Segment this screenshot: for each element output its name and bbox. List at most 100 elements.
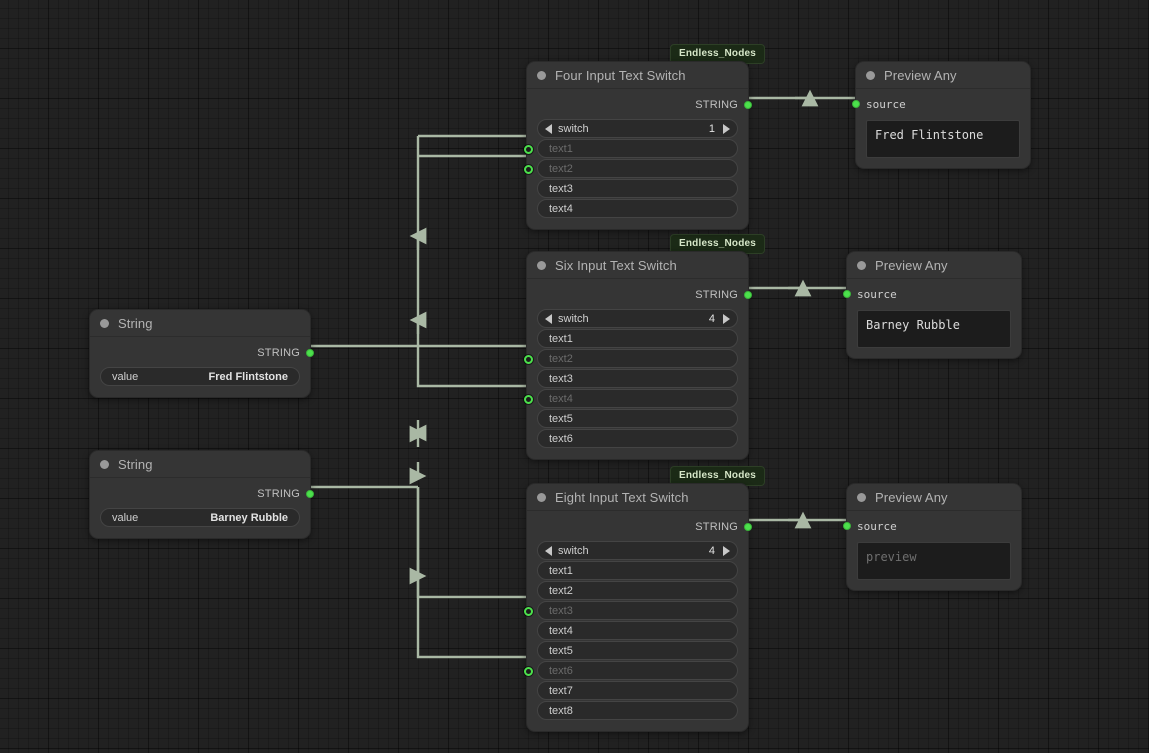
preview-text-box: Barney Rubble [857, 310, 1011, 348]
node-title-label: Preview Any [884, 67, 957, 83]
value-widget[interactable]: value Fred Flintstone [100, 367, 300, 386]
input-slot-dot-icon[interactable] [843, 290, 851, 298]
node-preview-any-top[interactable]: Preview Any source Fred Flintstone [852, 61, 1031, 169]
output-slot-label: STRING [695, 521, 738, 533]
output-slot-string[interactable]: STRING [100, 484, 314, 504]
collapse-dot-icon[interactable] [537, 70, 546, 80]
node-string-barney[interactable]: String STRING value Barney Rubble [89, 450, 314, 539]
output-slot-string[interactable]: STRING [100, 343, 314, 363]
input-widget-text7[interactable]: text7 [537, 681, 738, 700]
collapse-dot-icon[interactable] [537, 260, 546, 270]
value-widget[interactable]: value Barney Rubble [100, 508, 300, 527]
input-slot-dot-icon[interactable] [524, 144, 533, 154]
input-widget-text4[interactable]: text4 [537, 621, 738, 640]
input-slot-dot-icon[interactable] [524, 606, 533, 616]
switch-stepper-value[interactable]: 4 [708, 312, 715, 325]
input-slot-dot-icon[interactable] [852, 100, 860, 108]
input-slot-source[interactable]: source [843, 285, 1011, 303]
node-title-label: Preview Any [875, 257, 948, 273]
output-slot-label: STRING [257, 347, 300, 359]
input-widget-text4[interactable]: text4 [537, 199, 738, 218]
input-widget-text6[interactable]: text6 [537, 429, 738, 448]
input-slot-dot-icon[interactable] [524, 666, 533, 676]
output-slot-string[interactable]: STRING [537, 285, 752, 305]
input-slot-source[interactable]: source [852, 95, 1020, 113]
input-widget-label: text6 [549, 432, 573, 445]
input-widget-text1[interactable]: text1 [537, 561, 738, 580]
switch-stepper[interactable]: switch 4 [537, 309, 738, 328]
input-widget-text5[interactable]: text5 [537, 409, 738, 428]
input-widget-label: text1 [549, 332, 573, 345]
node-six-input-text-switch[interactable]: Six Input Text Switch STRING switch 4 te… [524, 251, 752, 460]
wire-fred-to-six-text4 [416, 346, 526, 388]
input-slot-label: source [857, 287, 897, 301]
output-slot-string[interactable]: STRING [537, 517, 752, 537]
input-slot-label: source [857, 519, 897, 533]
input-widget-text1[interactable]: text1 [524, 139, 738, 158]
node-eight-input-text-switch[interactable]: Eight Input Text Switch STRING switch 4 … [524, 483, 752, 732]
switch-stepper-value[interactable]: 1 [708, 122, 715, 135]
triangle-left-icon[interactable] [545, 123, 552, 134]
triangle-right-icon[interactable] [723, 123, 730, 134]
node-title-label: Preview Any [875, 489, 948, 505]
input-widget-text2[interactable]: text2 [524, 159, 738, 178]
input-widget-text3[interactable]: text3 [537, 369, 738, 388]
node-title-bar[interactable]: Preview Any [847, 484, 1021, 511]
node-title-bar[interactable]: Four Input Text Switch [527, 62, 748, 89]
output-slot-dot-icon[interactable] [744, 101, 752, 109]
output-slot-dot-icon[interactable] [306, 349, 314, 357]
triangle-right-icon[interactable] [723, 545, 730, 556]
triangle-right-icon[interactable] [723, 313, 730, 324]
collapse-dot-icon[interactable] [857, 492, 866, 502]
node-title-bar[interactable]: Six Input Text Switch [527, 252, 748, 279]
collapse-dot-icon[interactable] [866, 70, 875, 80]
input-widget-text3[interactable]: text3 [524, 601, 738, 620]
input-slot-dot-icon[interactable] [524, 394, 533, 404]
input-slot-dot-icon[interactable] [524, 164, 533, 174]
input-widget-label: text5 [549, 644, 573, 657]
output-slot-dot-icon[interactable] [744, 291, 752, 299]
collapse-dot-icon[interactable] [100, 318, 109, 328]
input-widget-text1[interactable]: text1 [537, 329, 738, 348]
triangle-left-icon[interactable] [545, 313, 552, 324]
node-title-bar[interactable]: Preview Any [856, 62, 1030, 89]
node-title-label: Six Input Text Switch [555, 257, 677, 273]
collapse-dot-icon[interactable] [537, 492, 546, 502]
switch-stepper[interactable]: switch 1 [537, 119, 738, 138]
input-widget-text6[interactable]: text6 [524, 661, 738, 680]
output-slot-label: STRING [695, 99, 738, 111]
node-title-bar[interactable]: Preview Any [847, 252, 1021, 279]
value-widget-value[interactable]: Fred Flintstone [208, 370, 288, 383]
output-slot-string[interactable]: STRING [537, 95, 752, 115]
node-title-bar[interactable]: Eight Input Text Switch [527, 484, 748, 511]
value-widget-value[interactable]: Barney Rubble [210, 511, 288, 524]
output-slot-dot-icon[interactable] [744, 523, 752, 531]
input-widget-text4[interactable]: text4 [524, 389, 738, 408]
node-title-bar[interactable]: String [90, 310, 310, 337]
output-slot-dot-icon[interactable] [306, 490, 314, 498]
node-preview-any-bottom[interactable]: Preview Any source preview [843, 483, 1022, 591]
input-widget-label: text7 [549, 684, 573, 697]
switch-stepper-value[interactable]: 4 [708, 544, 715, 557]
node-title-bar[interactable]: String [90, 451, 310, 478]
input-widget-text2[interactable]: text2 [537, 581, 738, 600]
node-title-label: String [118, 315, 153, 331]
input-widget-text8[interactable]: text8 [537, 701, 738, 720]
node-string-fred[interactable]: String STRING value Fred Flintstone [89, 309, 314, 398]
collapse-dot-icon[interactable] [857, 260, 866, 270]
node-four-input-text-switch[interactable]: Four Input Text Switch STRING switch 1 t… [524, 61, 752, 230]
node-preview-any-middle[interactable]: Preview Any source Barney Rubble [843, 251, 1022, 359]
input-widget-text3[interactable]: text3 [537, 179, 738, 198]
collapse-dot-icon[interactable] [100, 459, 109, 469]
input-widget-label: text4 [549, 202, 573, 215]
input-widget-text5[interactable]: text5 [537, 641, 738, 660]
input-widget-label: text4 [549, 392, 573, 405]
switch-stepper[interactable]: switch 4 [537, 541, 738, 560]
input-slot-dot-icon[interactable] [843, 522, 851, 530]
input-slot-source[interactable]: source [843, 517, 1011, 535]
input-widget-text2[interactable]: text2 [524, 349, 738, 368]
input-slot-dot-icon[interactable] [524, 354, 533, 364]
triangle-left-icon[interactable] [545, 545, 552, 556]
output-slot-label: STRING [257, 488, 300, 500]
